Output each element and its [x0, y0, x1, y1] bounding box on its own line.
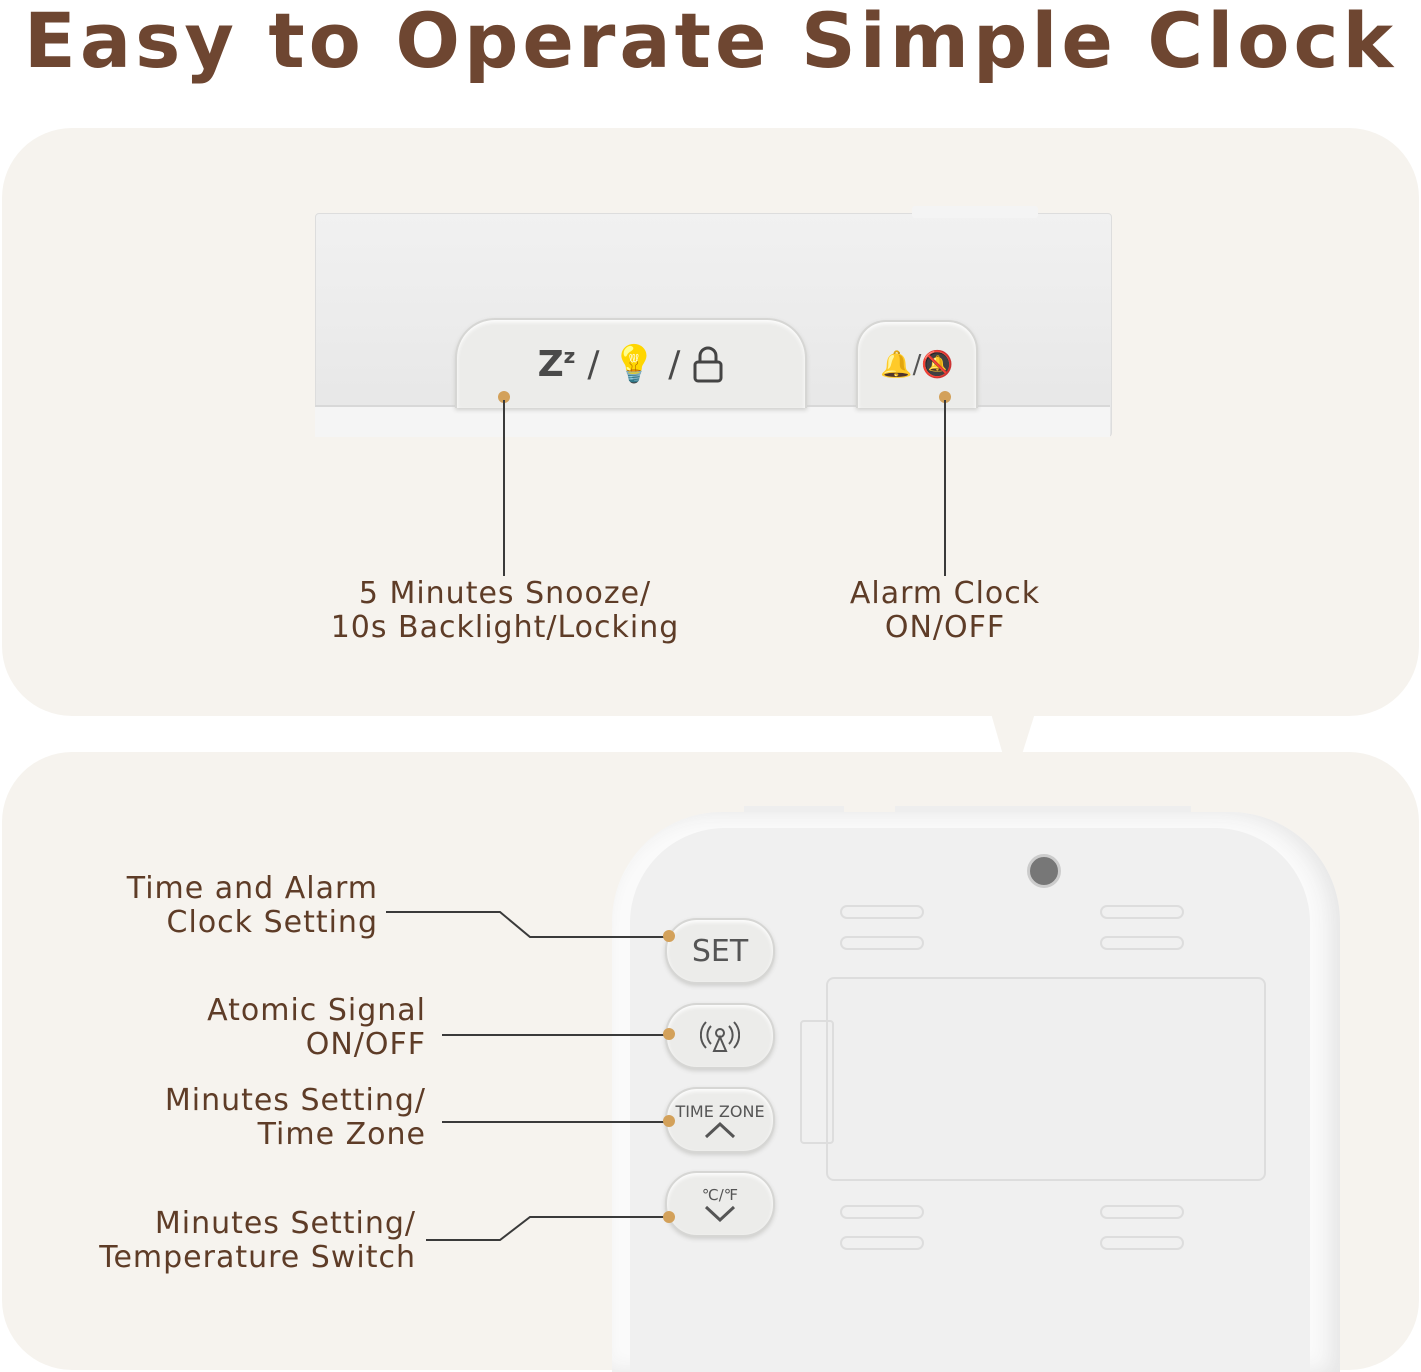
vent-slots	[840, 936, 924, 950]
temperature-down-button[interactable]: ℃/℉	[665, 1171, 775, 1237]
label-line: Clock Setting	[166, 905, 378, 940]
vent-slots	[840, 1236, 924, 1250]
button-text: ℃/℉	[701, 1186, 739, 1204]
callout-dot	[663, 1211, 675, 1223]
vent-slots	[840, 1205, 924, 1219]
alarm-on-off-button[interactable]: 🔔/🔕	[856, 320, 978, 408]
callout-line	[944, 400, 946, 576]
label-line: Atomic Signal	[207, 993, 426, 1028]
chevron-up-icon	[704, 1121, 736, 1138]
vent-slots	[840, 905, 924, 919]
time-zone-up-button[interactable]: TIME ZONE	[665, 1087, 775, 1153]
callout-line	[503, 400, 505, 576]
clock-top-tab	[912, 206, 1038, 218]
time-zone-label: Minutes Setting/ Time Zone	[100, 1084, 426, 1152]
vent-slots	[1100, 1205, 1184, 1219]
label-line: ON/OFF	[884, 610, 1006, 645]
snooze-backlight-lock-button[interactable]: Zz / 💡 /	[455, 318, 807, 408]
label-line: Minutes Setting/	[164, 1083, 426, 1118]
speech-pointer	[990, 710, 1036, 786]
alarm-label: Alarm Clock ON/OFF	[795, 577, 1095, 645]
snooze-label: 5 Minutes Snooze/ 10s Backlight/Locking	[305, 577, 705, 645]
lightbulb-icon: 💡	[611, 344, 657, 385]
lock-icon	[693, 346, 723, 383]
snooze-icon: Zz	[537, 343, 576, 385]
set-button[interactable]: SET	[665, 918, 775, 984]
battery-latch	[800, 1020, 834, 1144]
antenna-signal-icon	[700, 1021, 740, 1052]
bell-icon: 🔔	[880, 350, 913, 380]
callout-dot	[663, 1028, 675, 1040]
slash-icon: /	[912, 350, 922, 380]
set-label: Time and Alarm Clock Setting	[80, 872, 378, 940]
label-line: Minutes Setting/	[154, 1206, 416, 1241]
vent-slots	[1100, 905, 1184, 919]
label-line: Temperature Switch	[99, 1240, 416, 1275]
atomic-label: Atomic Signal ON/OFF	[100, 994, 426, 1062]
temperature-label: Minutes Setting/ Temperature Switch	[60, 1207, 416, 1275]
label-line: Alarm Clock	[849, 576, 1041, 611]
slash-icon: /	[668, 343, 681, 385]
label-line: ON/OFF	[305, 1027, 426, 1062]
label-line: Time and Alarm	[126, 871, 378, 906]
callout-dot	[663, 930, 675, 942]
callout-dot	[498, 391, 510, 403]
label-line: Time Zone	[257, 1117, 426, 1152]
screw-icon	[1027, 854, 1061, 888]
button-text: TIME ZONE	[675, 1101, 765, 1121]
callout-dot	[939, 391, 951, 403]
vent-slots	[1100, 1236, 1184, 1250]
battery-cover	[826, 977, 1266, 1181]
slash-icon: /	[587, 343, 600, 385]
label-line: 10s Backlight/Locking	[330, 610, 680, 645]
bell-off-icon: 🔕	[921, 350, 954, 380]
label-line: 5 Minutes Snooze/	[358, 576, 652, 611]
chevron-down-icon	[704, 1205, 736, 1222]
vent-slots	[1100, 936, 1184, 950]
clock-base	[315, 405, 1110, 437]
callout-dot	[663, 1115, 675, 1127]
page-title: Easy to Operate Simple Clock	[23, 0, 1398, 85]
button-text: SET	[691, 933, 749, 969]
atomic-signal-button[interactable]	[665, 1003, 775, 1069]
